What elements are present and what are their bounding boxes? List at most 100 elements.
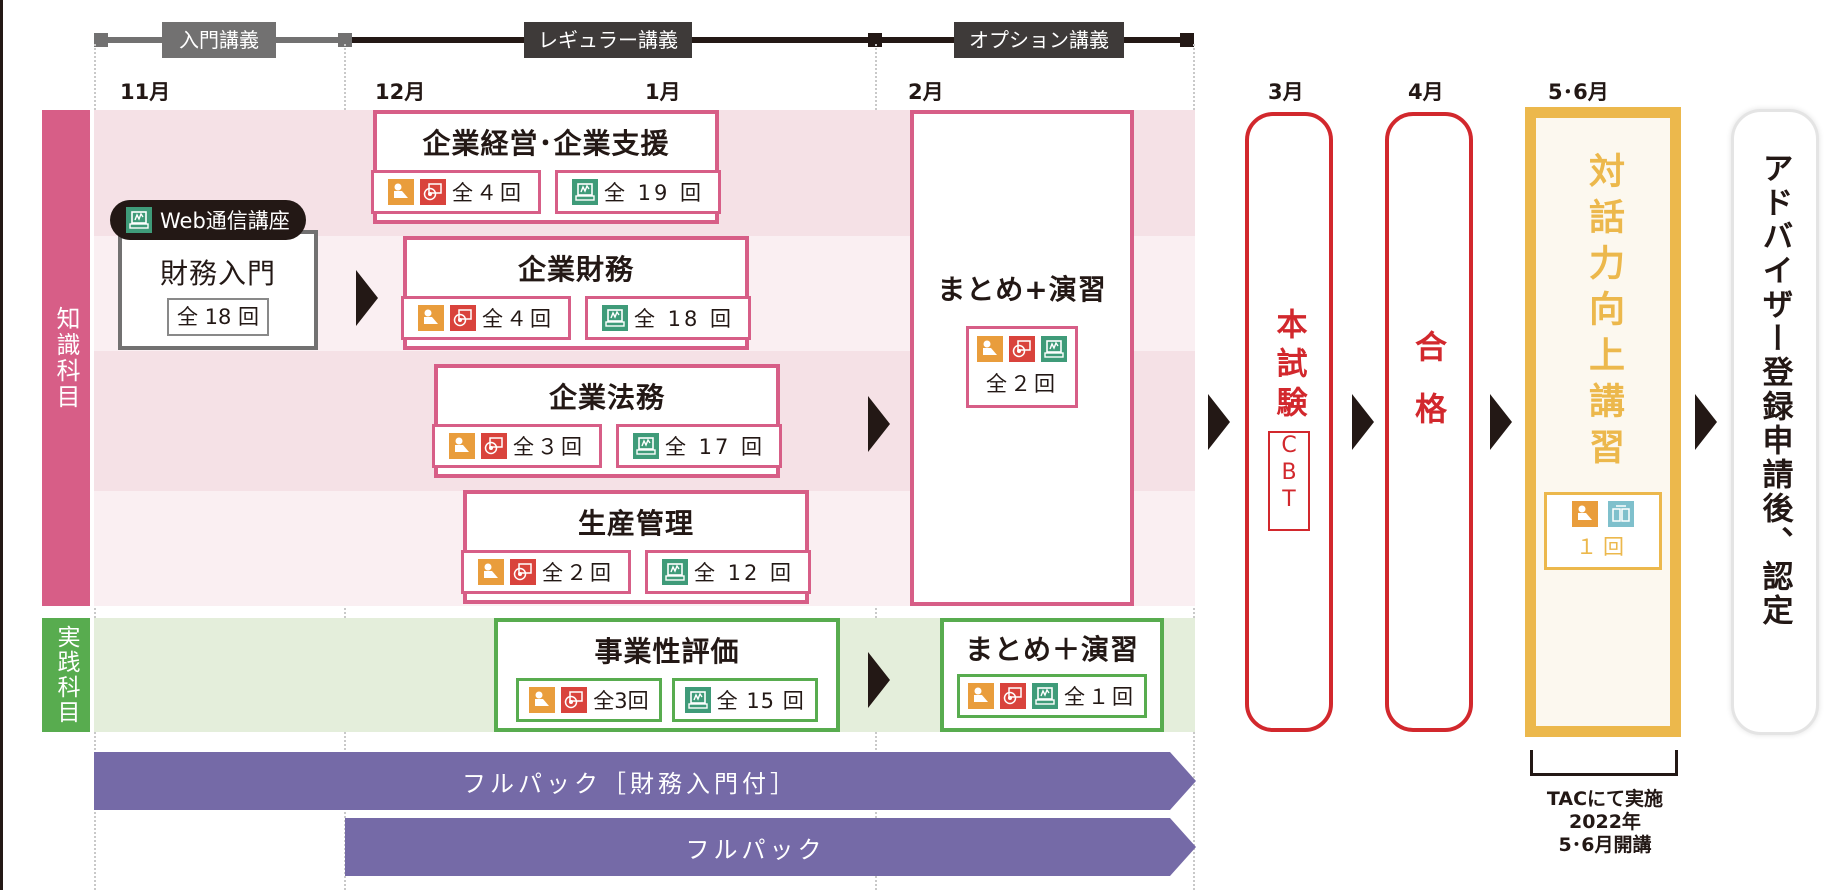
stage-exam-cbt: CBT [1268, 430, 1310, 531]
live-sessions-pill: 全２回 [460, 550, 631, 594]
phase-label-regular: レギュラー講義 [524, 22, 692, 58]
textbook-icon [1608, 501, 1634, 527]
option-card-knowledge[interactable]: まとめ+演習 全２回 [910, 110, 1134, 606]
web-sessions-pill: 全 18 回 [584, 296, 752, 340]
classroom-icon [529, 687, 556, 713]
course-card[interactable]: 企業法務 全３回 全 17 回 [431, 364, 783, 478]
video-icon [449, 305, 476, 331]
web-course-badge-label: Web通信講座 [160, 209, 290, 233]
web-sessions-pill: 全 12 回 [644, 550, 812, 594]
option-card-practical[interactable]: まとめ＋演習 全１回 [940, 618, 1164, 732]
web-icon [632, 433, 659, 459]
classroom-icon [477, 559, 504, 585]
live-sessions-pill: 全４回 [370, 170, 541, 214]
classroom-icon [977, 336, 1003, 362]
web-icon [661, 559, 688, 585]
classroom-icon [417, 305, 444, 331]
category-label-knowledge: 知識科目 [42, 110, 90, 606]
course-title: 事業性評価 [594, 635, 740, 668]
dialogue-note-line: TACにて実施 [1546, 788, 1664, 810]
dialogue-note-line: 5･6月開講 [1558, 834, 1652, 856]
timeline-marker [1180, 33, 1194, 47]
web-count: 全 19 回 [603, 181, 705, 205]
web-count: 全 12 回 [693, 561, 795, 585]
video-icon [509, 559, 536, 585]
arrow-right-icon [1352, 394, 1374, 450]
live-count: 全４回 [481, 307, 554, 331]
option-count: 全２回 [986, 372, 1058, 396]
page-left-border [0, 0, 3, 890]
video-icon [419, 179, 446, 205]
arrow-right-icon [356, 270, 378, 326]
web-sessions-pill: 全 19 回 [554, 170, 722, 214]
month-label: 1月 [645, 80, 681, 104]
stage-adviser-title: アドバイザー登録申請後、認定 [1756, 152, 1793, 628]
course-card[interactable]: 生産管理 全２回 全 12 回 [460, 490, 812, 604]
web-sessions-pill: 全 15 回 [671, 678, 818, 722]
stage-exam[interactable]: 本試験 CBT [1245, 112, 1333, 732]
month-label: 12月 [375, 80, 426, 104]
arrow-right-icon [1695, 394, 1717, 450]
course-card[interactable]: 企業経営･企業支援 全４回 全 19 回 [370, 110, 722, 224]
video-icon [561, 687, 588, 713]
video-icon [1000, 683, 1026, 709]
package-bar-full[interactable]: フルパック [345, 818, 1196, 876]
live-sessions-pill: 全3回 [516, 678, 662, 722]
arrow-right-icon [868, 652, 890, 708]
course-title: まとめ+演習 [937, 273, 1107, 306]
arrow-right-icon [868, 396, 890, 452]
stage-dialogue-course[interactable]: 対話力向上講習 １回 [1525, 107, 1681, 737]
stage-exam-title: 本試験 [1270, 307, 1307, 425]
month-label: 5･6月 [1548, 80, 1609, 104]
live-count: 全４回 [451, 181, 524, 205]
live-count: 全３回 [512, 435, 585, 459]
web-icon [684, 687, 711, 713]
web-icon [1041, 336, 1067, 362]
course-title: 生産管理 [577, 507, 694, 540]
timeline-marker [338, 33, 352, 47]
video-icon [480, 433, 507, 459]
live-count: 全２回 [541, 561, 614, 585]
live-sessions-pill: 全３回 [431, 424, 602, 468]
month-label: 4月 [1408, 80, 1444, 104]
stage-pass-title: 合格 [1410, 330, 1448, 454]
course-card-intro[interactable]: 財務入門 全 18 回 [118, 230, 318, 350]
course-title: 企業経営･企業支援 [422, 127, 670, 160]
phase-label-intro: 入門講義 [162, 22, 276, 58]
course-title: 財務入門 [159, 257, 276, 290]
classroom-icon [387, 179, 414, 205]
timeline-marker [868, 33, 882, 47]
course-title: 企業財務 [517, 253, 634, 286]
arrow-right-icon [1490, 394, 1512, 450]
category-label-practical: 実践科目 [42, 618, 90, 732]
web-count: 全 15 回 [716, 689, 805, 713]
package-bar-full-with-intro[interactable]: フルパック［財務入門付］ [94, 752, 1196, 810]
web-course-badge: Web通信講座 [110, 200, 306, 240]
stage-exam-sub: CBT [1276, 432, 1302, 514]
stage-dialogue-title: 対話力向上講習 [1583, 152, 1624, 474]
classroom-icon [1572, 501, 1598, 527]
web-sessions-pill: 全 17 回 [615, 424, 783, 468]
dialogue-count: １回 [1576, 535, 1630, 559]
course-card[interactable]: 企業財務 全４回 全 18 回 [400, 236, 752, 350]
phase-label-option: オプション講義 [954, 22, 1124, 58]
live-sessions-pill: 全４回 [400, 296, 571, 340]
web-count: 全 18 回 [633, 307, 735, 331]
stage-pass[interactable]: 合格 [1385, 112, 1473, 732]
course-title: まとめ＋演習 [964, 633, 1139, 666]
course-title: 企業法務 [548, 381, 665, 414]
month-label: 11月 [120, 80, 171, 104]
month-label: 2月 [908, 80, 944, 104]
arrow-right-icon [1208, 394, 1230, 450]
month-label: 3月 [1268, 80, 1304, 104]
timeline-marker [94, 33, 108, 47]
course-count: 全 18 回 [166, 298, 270, 336]
stage-adviser-certification[interactable]: アドバイザー登録申請後、認定 [1731, 109, 1819, 735]
live-count: 全3回 [593, 689, 649, 713]
web-icon [1032, 683, 1058, 709]
video-icon [1009, 336, 1035, 362]
course-card-practical[interactable]: 事業性評価 全3回 全 15 回 [494, 618, 840, 732]
option-sessions-box: 全２回 [966, 326, 1078, 408]
web-icon [601, 305, 628, 331]
option-sessions-pill: 全１回 [957, 674, 1147, 718]
